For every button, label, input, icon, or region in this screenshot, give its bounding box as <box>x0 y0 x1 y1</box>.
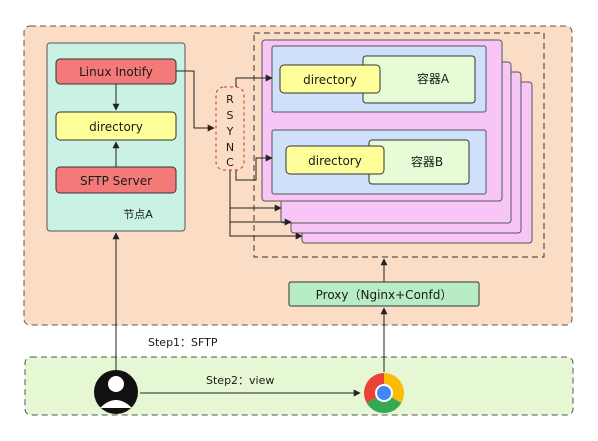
rsync-letter-r: R <box>226 93 234 106</box>
chrome-icon <box>364 373 404 413</box>
container-b-label: 容器B <box>411 154 443 169</box>
sftp-server-label: SFTP Server <box>80 174 152 188</box>
linux-inotify-label: Linux Inotify <box>79 65 153 79</box>
rsync-letter-s: S <box>227 109 234 122</box>
container-a-directory-box <box>279 64 381 94</box>
user-icon <box>94 370 138 414</box>
container-b-directory-box <box>285 145 385 175</box>
step1-label: Step1：SFTP <box>148 336 218 349</box>
edge-rsync-to-container-b <box>235 154 273 181</box>
container-a-label: 容器A <box>417 71 450 86</box>
container-b-directory-label: directory <box>308 154 362 168</box>
node-a-label: 节点A <box>123 208 153 221</box>
edge-rsync-to-container-a <box>235 74 273 87</box>
node-a-directory-box <box>55 111 177 141</box>
step2-label: Step2：view <box>206 374 274 387</box>
edge-rsync-to-pod-4 <box>229 222 303 240</box>
container-cluster <box>253 32 545 258</box>
rsync-letter-y: Y <box>226 125 234 138</box>
client-region <box>24 356 574 416</box>
container-a-directory-label: directory <box>303 73 357 87</box>
rsync-letter-c: C <box>226 156 234 169</box>
node-a-directory-label: directory <box>89 120 143 134</box>
proxy-label: Proxy（Nginx+Confd） <box>316 288 453 302</box>
edge-inotify-to-rsync <box>176 70 215 132</box>
rsync-letter-n: N <box>226 141 234 154</box>
